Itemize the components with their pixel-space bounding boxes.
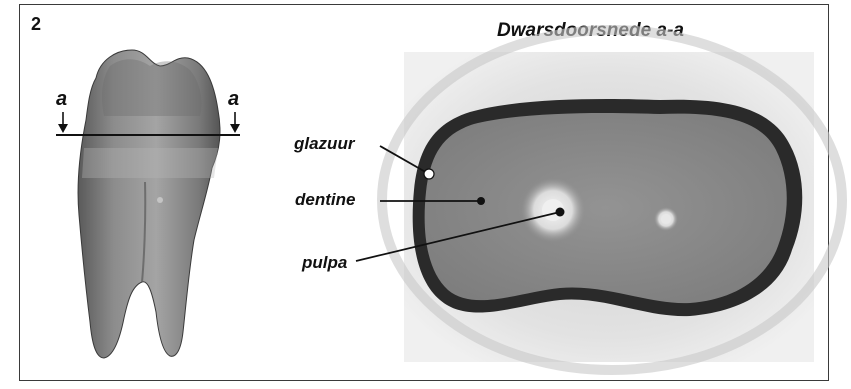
tooth-illustration bbox=[56, 50, 240, 358]
enamel-point bbox=[424, 169, 434, 179]
cut-marker-right: a bbox=[228, 88, 239, 111]
cut-arrow-left-head bbox=[58, 124, 68, 133]
label-enamel: glazuur bbox=[294, 134, 354, 154]
label-pulp: pulpa bbox=[302, 253, 347, 273]
cross-section-scan bbox=[382, 30, 842, 370]
root-highlight bbox=[157, 197, 163, 203]
dentine-point bbox=[477, 197, 485, 205]
dentine-region bbox=[425, 113, 787, 303]
label-dentine: dentine bbox=[295, 190, 355, 210]
cervical-band bbox=[82, 148, 218, 178]
cut-marker-left: a bbox=[56, 88, 67, 111]
cut-arrow-right-head bbox=[230, 124, 240, 133]
secondary-pulp-core bbox=[661, 214, 671, 224]
crown-shading bbox=[102, 59, 202, 116]
pulp-point bbox=[556, 208, 565, 217]
